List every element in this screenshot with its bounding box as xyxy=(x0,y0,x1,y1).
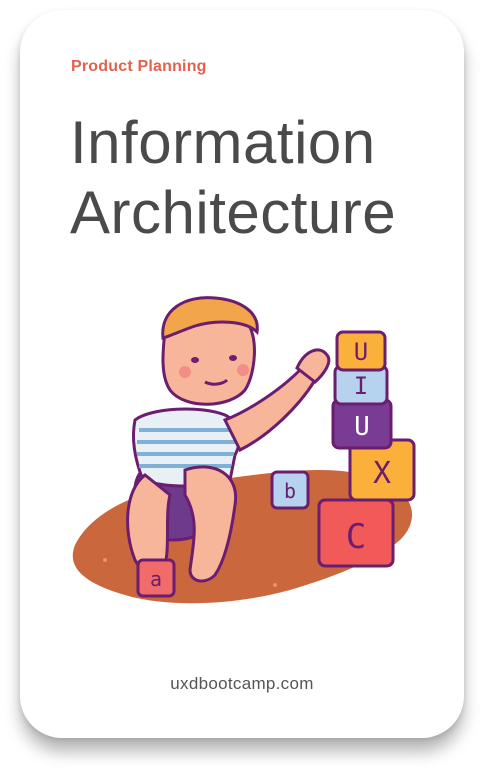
hair xyxy=(161,296,259,340)
block-c: C xyxy=(317,498,395,568)
title-line-1: Information xyxy=(70,109,376,176)
svg-text:I: I xyxy=(354,372,368,400)
page-title: Information Architecture xyxy=(70,108,450,248)
footer-url[interactable]: uxdbootcamp.com xyxy=(170,674,314,693)
book-cover-card: Product Planning Information Architectur… xyxy=(20,10,464,738)
title-line-2: Architecture xyxy=(70,179,397,246)
right-leg xyxy=(183,465,238,583)
svg-text:b: b xyxy=(284,479,296,503)
block-b: b xyxy=(270,470,310,510)
boy-with-blocks-illustration: a b C X U I U xyxy=(72,296,416,604)
block-i: I xyxy=(333,364,389,406)
category-label: Product Planning xyxy=(71,58,207,75)
block-u-yellow: U xyxy=(335,330,387,372)
block-a: a xyxy=(136,558,176,598)
svg-text:X: X xyxy=(373,456,391,491)
svg-text:U: U xyxy=(354,338,368,366)
hand xyxy=(295,348,331,384)
svg-text:a: a xyxy=(150,567,162,591)
svg-text:C: C xyxy=(346,517,366,557)
block-u-purple: U xyxy=(331,398,393,450)
svg-text:U: U xyxy=(354,412,370,442)
